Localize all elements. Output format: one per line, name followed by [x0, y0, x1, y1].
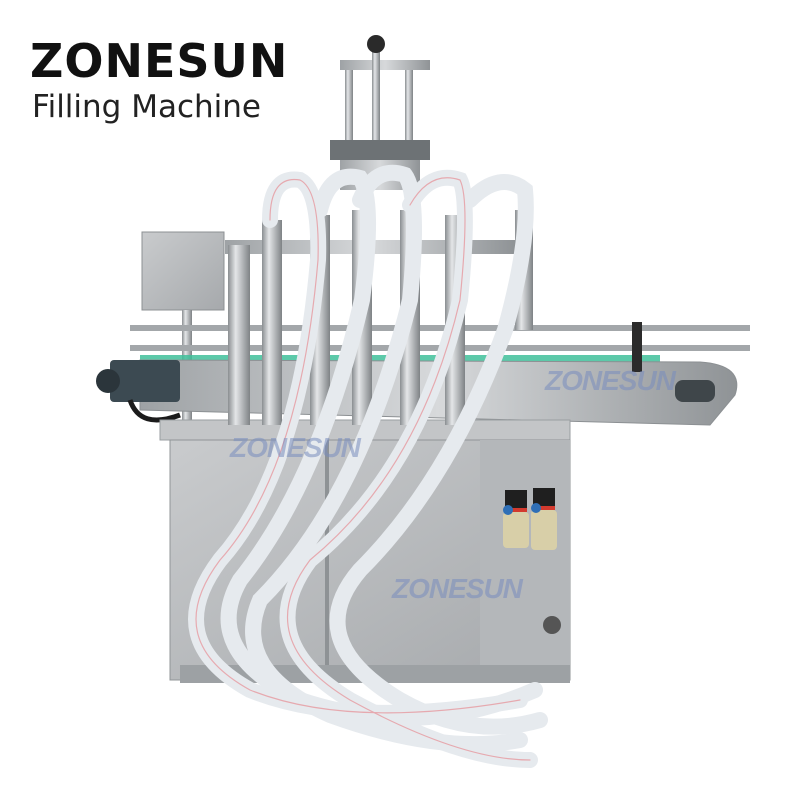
- air-filter-regulator: [503, 488, 557, 550]
- watermark-top: ZONESUN: [230, 432, 361, 463]
- product-subtitle: Filling Machine: [32, 89, 261, 125]
- watermark-cabinet: ZONESUN: [392, 573, 523, 604]
- filling-hoses: [188, 164, 548, 768]
- top-lift-frame: [330, 35, 430, 190]
- conveyor-motor: [96, 360, 181, 423]
- brand-title: ZONESUN: [30, 34, 289, 88]
- watermark-conveyor: ZONESUN: [545, 365, 676, 396]
